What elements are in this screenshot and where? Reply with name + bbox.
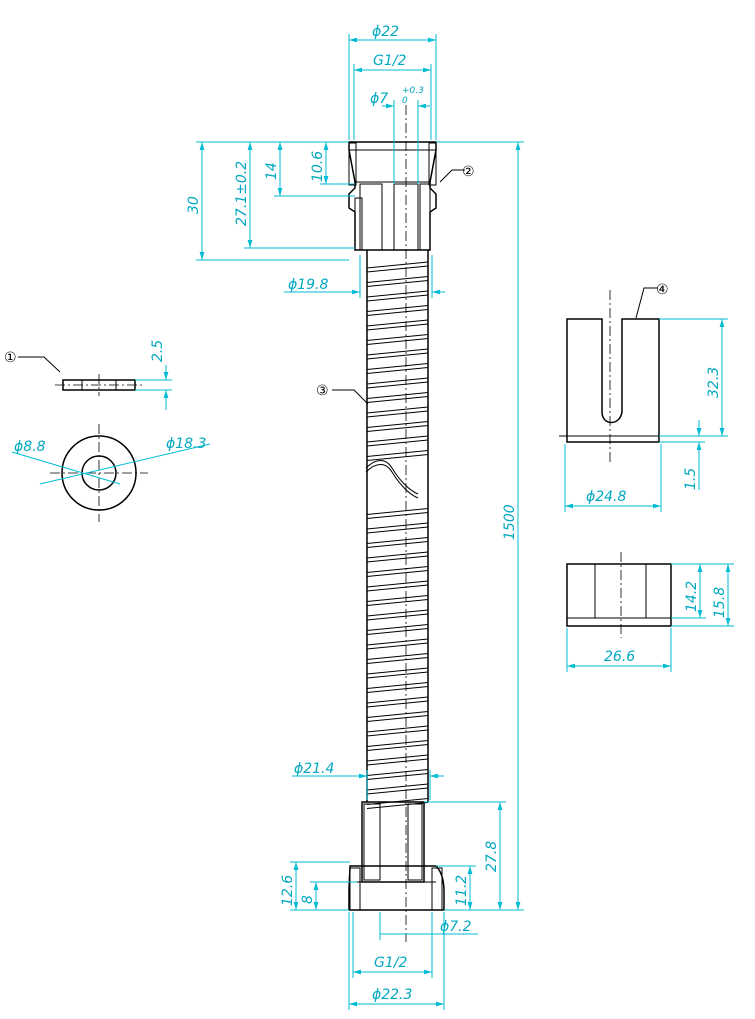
dim-bottom-thread: G1/2 bbox=[374, 955, 407, 971]
bottom-insert bbox=[361, 801, 425, 883]
hose-winding bbox=[366, 450, 429, 461]
dim-top-thread: G1/2 bbox=[373, 53, 406, 69]
hose-winding bbox=[366, 566, 429, 577]
dim-top-height-10: 10.6 bbox=[310, 151, 326, 182]
hose-spiral-group bbox=[366, 261, 429, 809]
dim-sleeve-h1: 14.2 bbox=[684, 581, 700, 612]
hose-assembly bbox=[348, 105, 445, 942]
hose-winding bbox=[366, 754, 429, 766]
hose-winding bbox=[366, 537, 429, 548]
hose-winding bbox=[366, 377, 429, 389]
balloon-4: ④ bbox=[656, 282, 669, 298]
dim-overall-length: 1500 bbox=[502, 504, 518, 540]
hose-winding bbox=[366, 740, 429, 751]
balloon-1: ① bbox=[4, 350, 17, 366]
bottom-dimensions: ϕ21.4 27.8 12.6 8 11.2 ϕ7.2 G1/2 ϕ22.3 bbox=[280, 761, 506, 1010]
dim-washer-inner: ϕ8.8 bbox=[14, 439, 46, 455]
hose-winding bbox=[366, 508, 429, 519]
hose-winding bbox=[366, 769, 429, 780]
dim-top-height-total: 30 bbox=[186, 196, 202, 214]
bottom-nut bbox=[348, 865, 445, 911]
dim-bottom-bore: ϕ7.2 bbox=[440, 919, 472, 935]
dim-top-height-27: 27.1±0.2 bbox=[234, 161, 250, 226]
hose-winding bbox=[366, 667, 429, 679]
balloon-2: ② bbox=[462, 164, 475, 180]
hose-winding bbox=[366, 595, 429, 606]
insert-part: 32.3 1.5 ϕ24.8 bbox=[559, 290, 728, 512]
sleeve-part: 14.2 15.8 26.6 bbox=[566, 552, 734, 672]
sleeve-body bbox=[566, 563, 672, 627]
hose-winding bbox=[366, 435, 429, 447]
hose-winding bbox=[366, 305, 429, 316]
hose-winding bbox=[366, 334, 429, 345]
hose-winding bbox=[366, 522, 429, 534]
hose-winding bbox=[366, 638, 429, 650]
dim-bottom-height-27: 27.8 bbox=[484, 841, 500, 872]
dim-bottom-height-11: 11.2 bbox=[454, 875, 470, 906]
dim-bottom-height-8: 8 bbox=[300, 895, 316, 904]
top-dimensions: ϕ22 G1/2 ϕ7 +0.3 0 30 27.1±0.2 14 10.6 bbox=[186, 24, 524, 911]
balloons: ① ② ③ ④ bbox=[4, 164, 669, 405]
dim-insert-width: ϕ24.8 bbox=[586, 489, 627, 505]
hose-winding bbox=[366, 682, 429, 693]
dim-bottom-outer-dia: ϕ22.3 bbox=[372, 987, 412, 1003]
dim-bottom-height-12: 12.6 bbox=[280, 875, 296, 906]
dim-bottom-dia-21: ϕ21.4 bbox=[294, 761, 334, 777]
hose-winding bbox=[366, 653, 429, 664]
dim-sleeve-width: 26.6 bbox=[604, 649, 635, 665]
dim-top-outer-dia: ϕ22 bbox=[372, 24, 399, 40]
hose-winding bbox=[366, 290, 429, 302]
top-insert-left bbox=[359, 183, 383, 251]
hose-winding bbox=[366, 711, 429, 722]
dim-insert-base: 1.5 bbox=[683, 468, 699, 490]
dim-hose-dia: ϕ19.8 bbox=[288, 277, 329, 293]
hose-winding bbox=[366, 406, 429, 418]
dim-sleeve-h2: 15.8 bbox=[712, 587, 728, 618]
hose-winding bbox=[366, 624, 429, 635]
hose-winding bbox=[366, 261, 429, 273]
hose-winding bbox=[366, 363, 429, 374]
hose-winding bbox=[366, 783, 429, 795]
dim-washer-outer: ϕ18.3 bbox=[166, 436, 206, 452]
top-insert-right bbox=[419, 183, 431, 251]
hose-winding bbox=[366, 580, 429, 592]
dim-top-bore: ϕ7 bbox=[370, 91, 388, 107]
hose-winding bbox=[366, 696, 429, 708]
insert-u-shape bbox=[566, 318, 660, 443]
hose-winding bbox=[366, 348, 429, 360]
dim-top-bore-tol-lower: 0 bbox=[402, 96, 408, 106]
hose-winding bbox=[366, 609, 429, 621]
dim-top-bore-tol-upper: +0.3 bbox=[402, 86, 424, 96]
hose-winding bbox=[366, 392, 429, 403]
dim-washer-thickness: 2.5 bbox=[150, 340, 166, 362]
balloon-3: ③ bbox=[316, 383, 329, 399]
hose-winding bbox=[366, 551, 429, 563]
hose-winding bbox=[366, 725, 429, 737]
hose-winding bbox=[366, 319, 429, 331]
washer-part: 2.5 ϕ8.8 ϕ18.3 bbox=[11, 340, 211, 522]
hose-winding bbox=[366, 421, 429, 432]
hose-winding bbox=[366, 276, 429, 287]
dim-top-height-14: 14 bbox=[264, 162, 280, 180]
dim-insert-height: 32.3 bbox=[706, 367, 722, 398]
